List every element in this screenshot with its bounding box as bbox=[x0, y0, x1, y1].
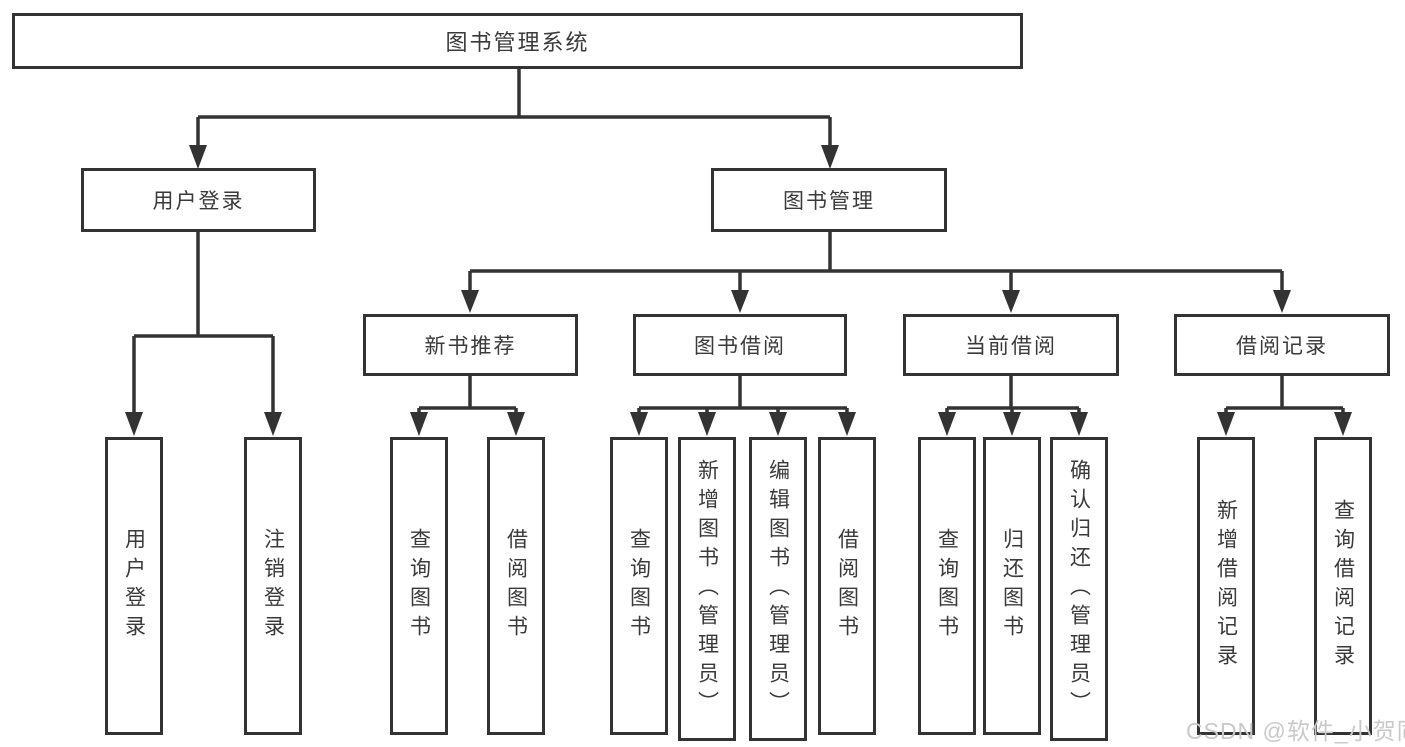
leaf-borrowing-borrow-books: 借阅图书 bbox=[818, 437, 876, 735]
leaf-borrowing-add-books-admin-label: 新增图书（管理员） bbox=[695, 458, 719, 720]
leaf-records-query-record-label: 查询借阅记录 bbox=[1331, 499, 1355, 673]
node-user-login: 用户登录 bbox=[81, 168, 316, 232]
leaf-records-add-record-label: 新增借阅记录 bbox=[1214, 499, 1238, 673]
leaf-recommend-borrow-books-label: 借阅图书 bbox=[504, 528, 528, 644]
node-borrowing-records-label: 借阅记录 bbox=[1236, 335, 1328, 358]
leaf-borrowing-edit-books-admin-label: 编辑图书（管理员） bbox=[766, 458, 790, 720]
leaf-recommend-borrow-books: 借阅图书 bbox=[487, 437, 545, 735]
node-borrowing-records: 借阅记录 bbox=[1174, 314, 1390, 376]
leaf-logout: 注销登录 bbox=[244, 437, 302, 735]
leaf-borrowing-query-books: 查询图书 bbox=[610, 437, 668, 735]
node-book-management-label: 图书管理 bbox=[783, 190, 875, 213]
node-user-login-label: 用户登录 bbox=[152, 190, 245, 213]
leaf-current-return-books-label: 归还图书 bbox=[1000, 528, 1024, 644]
leaf-records-query-record: 查询借阅记录 bbox=[1314, 437, 1372, 735]
node-library-system: 图书管理系统 bbox=[12, 13, 1023, 69]
leaf-borrowing-query-books-label: 查询图书 bbox=[627, 528, 651, 644]
leaf-borrowing-edit-books-admin: 编辑图书（管理员） bbox=[749, 437, 807, 741]
node-book-management: 图书管理 bbox=[711, 168, 947, 232]
leaf-current-query-books: 查询图书 bbox=[918, 437, 976, 735]
node-book-borrowing-label: 图书借阅 bbox=[694, 335, 786, 358]
leaf-recommend-query-books: 查询图书 bbox=[390, 437, 448, 735]
leaf-borrowing-borrow-books-label: 借阅图书 bbox=[835, 528, 859, 644]
leaf-current-return-books: 归还图书 bbox=[983, 437, 1041, 735]
watermark: CSDN @软件_小贺同学 bbox=[1186, 718, 1405, 744]
leaf-user-login-label: 用户登录 bbox=[122, 528, 146, 644]
node-library-system-label: 图书管理系统 bbox=[445, 30, 590, 55]
node-current-borrowing-label: 当前借阅 bbox=[965, 335, 1057, 358]
leaf-current-confirm-return-admin: 确认归还（管理员） bbox=[1050, 437, 1108, 741]
leaf-current-query-books-label: 查询图书 bbox=[935, 528, 959, 644]
node-new-book-recommend: 新书推荐 bbox=[363, 314, 578, 376]
leaf-current-confirm-return-admin-label: 确认归还（管理员） bbox=[1067, 458, 1091, 720]
node-new-book-recommend-label: 新书推荐 bbox=[424, 335, 517, 358]
node-book-borrowing: 图书借阅 bbox=[633, 314, 847, 376]
leaf-borrowing-add-books-admin: 新增图书（管理员） bbox=[678, 437, 736, 741]
node-current-borrowing: 当前借阅 bbox=[903, 314, 1119, 376]
leaf-recommend-query-books-label: 查询图书 bbox=[407, 528, 431, 644]
leaf-user-login: 用户登录 bbox=[105, 437, 163, 735]
leaf-logout-label: 注销登录 bbox=[261, 528, 285, 644]
leaf-records-add-record: 新增借阅记录 bbox=[1197, 437, 1255, 735]
